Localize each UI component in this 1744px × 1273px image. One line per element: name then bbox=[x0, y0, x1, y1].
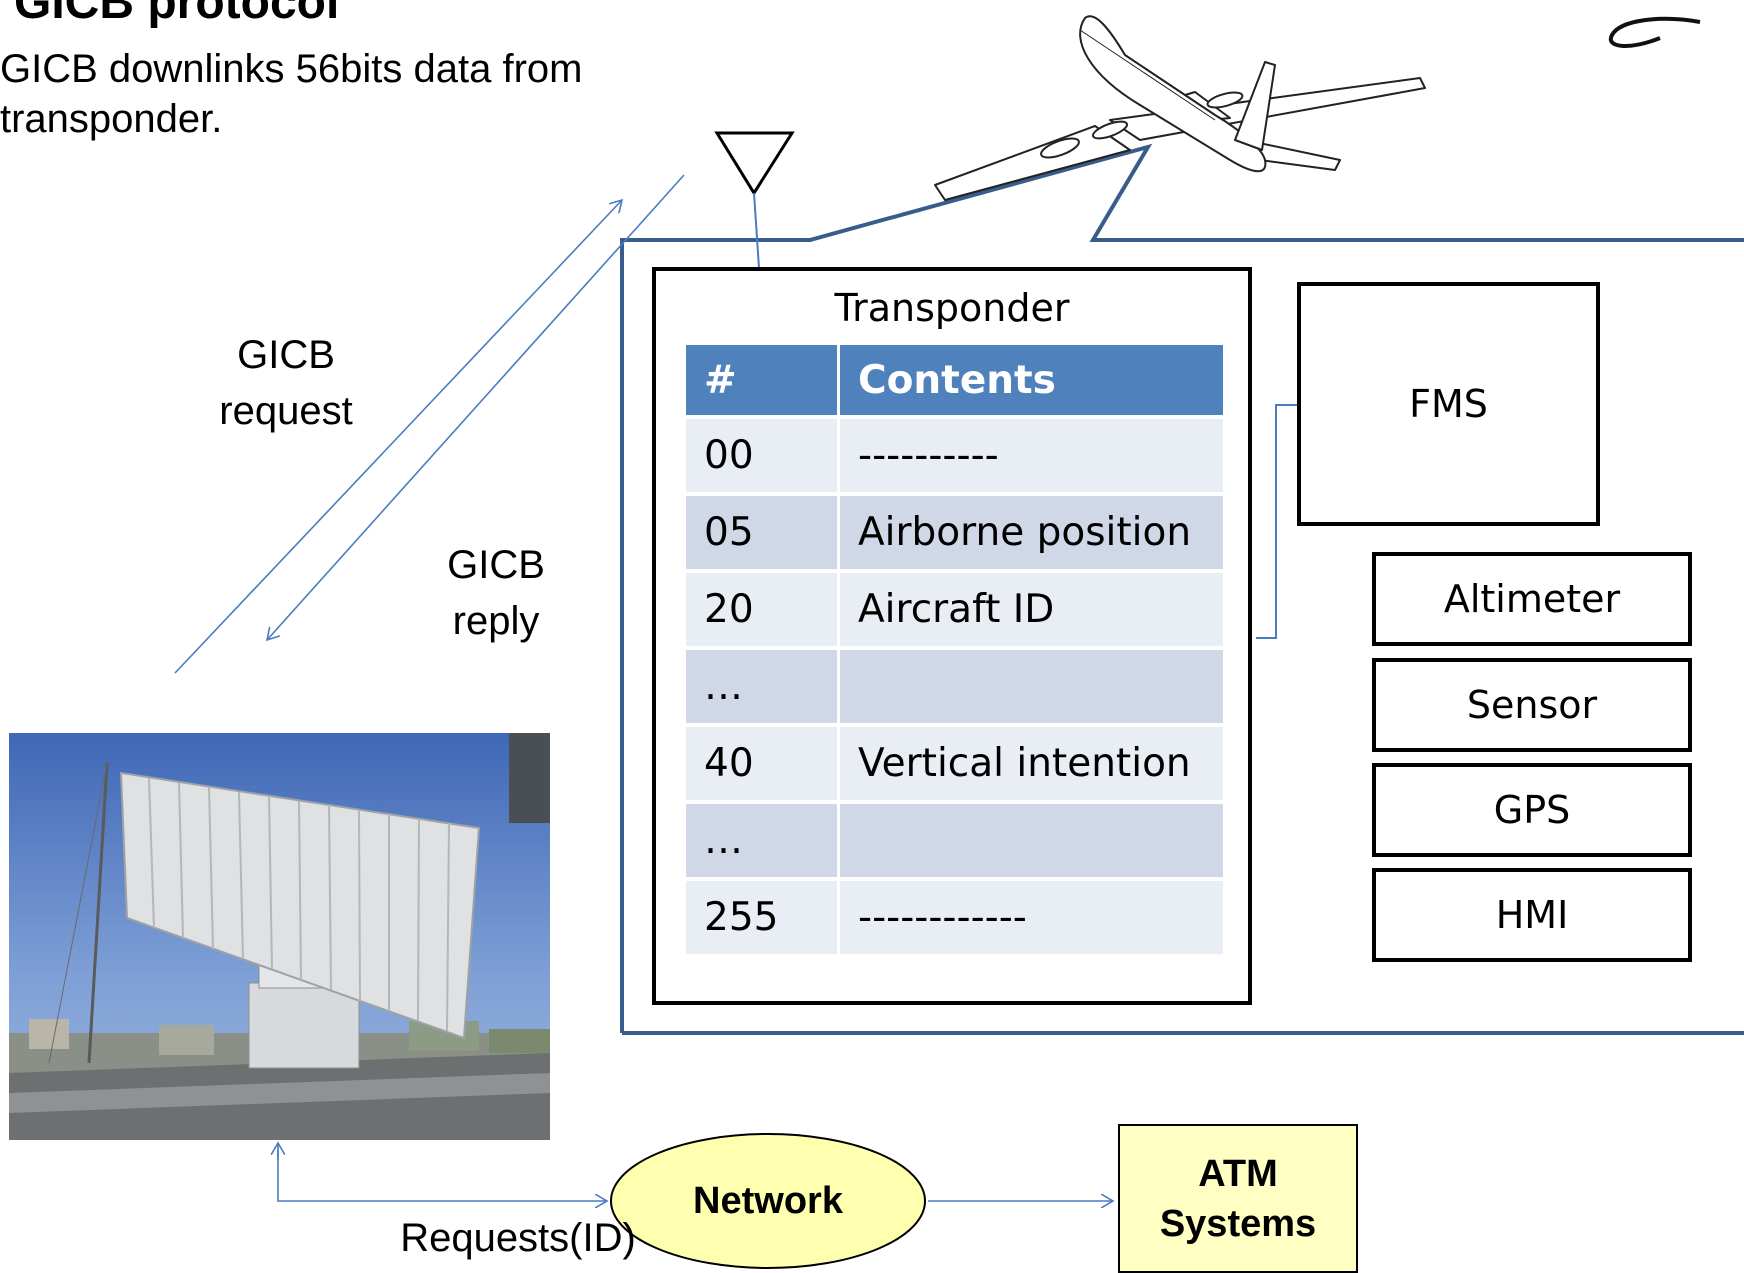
subtitle-line-2: transponder. bbox=[0, 97, 223, 141]
row-num: 00 bbox=[686, 417, 840, 496]
row-num: 20 bbox=[686, 571, 840, 650]
table-row: … bbox=[686, 648, 1223, 727]
gicb-request-arrow bbox=[174, 200, 622, 674]
requests-id-label: Requests(ID) bbox=[400, 1216, 636, 1260]
row-num: 40 bbox=[686, 725, 840, 804]
page-title: GICB protocol bbox=[14, 0, 340, 29]
table-row: 00---------- bbox=[686, 417, 1223, 496]
row-num: 255 bbox=[686, 879, 840, 958]
gicb-reply-label-2: reply bbox=[452, 599, 540, 643]
col-num-header: # bbox=[686, 345, 840, 419]
atm-systems-box: ATM Systems bbox=[1118, 1124, 1358, 1273]
fms-label: FMS bbox=[1409, 382, 1488, 426]
row-content bbox=[838, 802, 1223, 881]
sensor-box: Sensor bbox=[1372, 658, 1692, 752]
gicb-request-label-2: request bbox=[219, 389, 353, 433]
gicb-reply-label-1: GICB bbox=[447, 543, 545, 587]
row-num: … bbox=[686, 648, 840, 727]
gicb-reply-arrow bbox=[267, 174, 685, 640]
row-content: ---------- bbox=[838, 417, 1223, 496]
hmi-label: HMI bbox=[1495, 893, 1569, 937]
gicb-request-label-1: GICB bbox=[237, 333, 335, 377]
altimeter-box: Altimeter bbox=[1372, 552, 1692, 646]
antenna-icon bbox=[714, 131, 795, 196]
row-content: Vertical intention bbox=[838, 725, 1223, 804]
fms-connector bbox=[1256, 404, 1298, 639]
airplane-icon bbox=[934, 15, 1426, 201]
network-label: Network bbox=[693, 1180, 843, 1222]
table-row: 255------------ bbox=[686, 879, 1223, 958]
network-node bbox=[610, 1133, 926, 1269]
row-num: 05 bbox=[686, 494, 840, 573]
atm-label-2: Systems bbox=[1159, 1202, 1317, 1245]
row-content: Aircraft ID bbox=[838, 571, 1223, 650]
logo-arc-icon bbox=[1608, 16, 1701, 48]
row-num: … bbox=[686, 802, 840, 881]
col-contents-header: Contents bbox=[838, 345, 1223, 419]
gps-label: GPS bbox=[1493, 788, 1571, 832]
row-content bbox=[838, 648, 1223, 727]
transponder-title: Transponder bbox=[834, 286, 1070, 330]
table-header-row: # Contents bbox=[686, 345, 1223, 419]
gps-box: GPS bbox=[1372, 763, 1692, 857]
fms-box: FMS bbox=[1297, 282, 1600, 526]
table-row: … bbox=[686, 802, 1223, 881]
row-content: Airborne position bbox=[838, 494, 1223, 573]
atm-label-1: ATM bbox=[1198, 1152, 1278, 1195]
subtitle-line-1: GICB downlinks 56bits data from bbox=[0, 47, 583, 91]
hmi-box: HMI bbox=[1372, 868, 1692, 962]
row-content: ------------ bbox=[838, 879, 1223, 958]
altimeter-label: Altimeter bbox=[1443, 577, 1621, 621]
radar-photo bbox=[9, 733, 550, 1140]
aircraft-outline bbox=[620, 143, 1744, 1035]
sensor-label: Sensor bbox=[1466, 683, 1598, 727]
radar-network-link bbox=[277, 1150, 607, 1201]
